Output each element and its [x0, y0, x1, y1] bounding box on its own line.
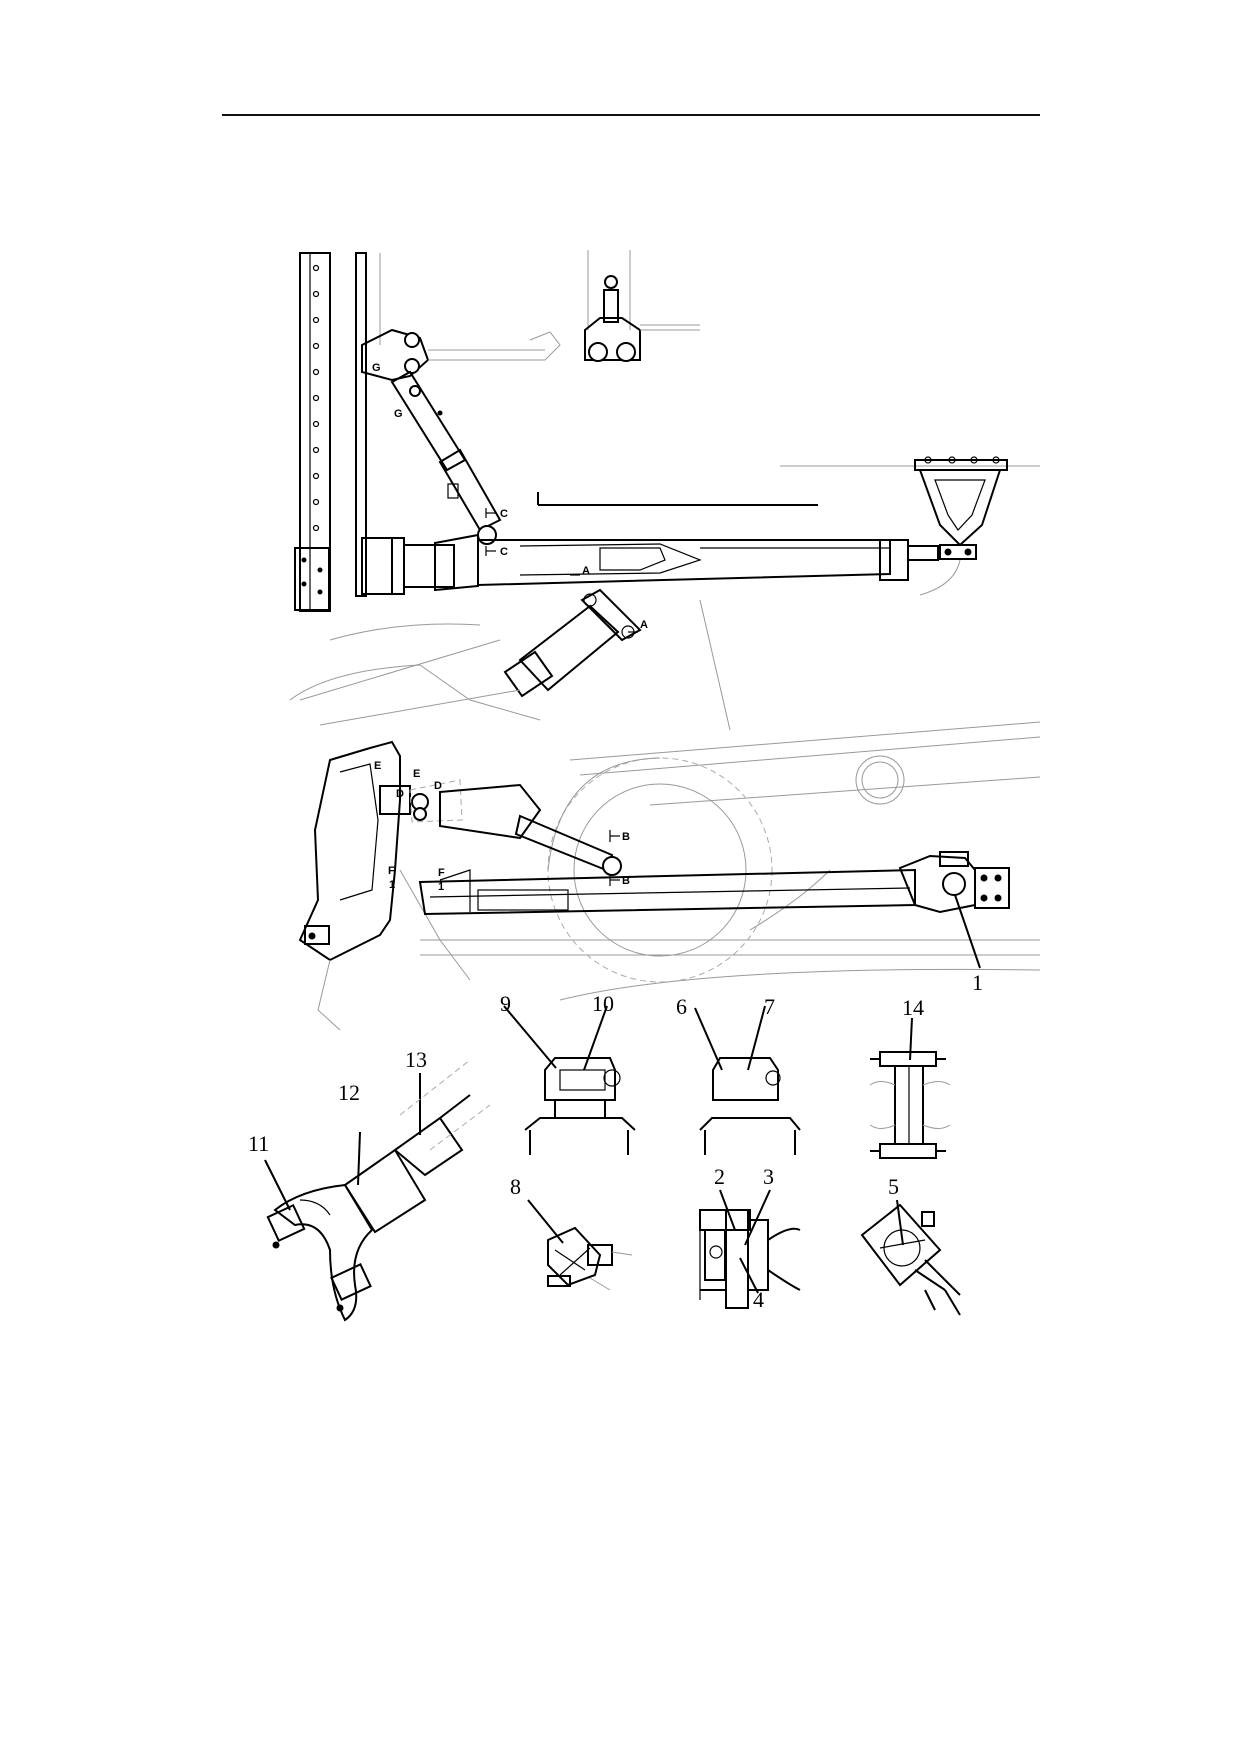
callout-14: 14 [902, 995, 924, 1020]
detail-11-12-13 [264, 1059, 491, 1322]
section-letter: D [396, 788, 404, 800]
callout-3: 3 [763, 1164, 774, 1189]
section-letter: A [640, 619, 648, 631]
frame-holes [312, 264, 320, 532]
callout-1: 1 [972, 970, 983, 995]
section-letter: E [374, 760, 381, 772]
section-letter: A [582, 565, 590, 577]
lift-cylinder-upper [289, 588, 731, 731]
callout-4: 4 [753, 1287, 764, 1312]
frame-rail [299, 252, 331, 612]
detail-5 [860, 1199, 961, 1316]
detail-8 [527, 1199, 633, 1291]
diagonal-stay [390, 370, 502, 532]
leader-1 [954, 894, 981, 969]
header-rule [222, 114, 1040, 116]
callout-9: 9 [500, 991, 511, 1016]
section-letter: 1 [389, 879, 395, 891]
section-letter: C [500, 508, 508, 520]
section-letter: F [388, 865, 395, 877]
section-letter: F [438, 867, 445, 879]
stay-pin [477, 525, 497, 545]
section-markers: G G C C A A E E D D B B F F 1 1 [372, 362, 648, 893]
frame-base-plate [294, 547, 330, 611]
top-assembly [294, 250, 1040, 612]
blade [298, 740, 401, 962]
callout-numbers: 1 2 3 4 5 6 7 8 9 10 11 12 13 14 [248, 970, 983, 1312]
section-letter: 1 [438, 881, 444, 893]
section-letter: D [434, 780, 442, 792]
section-letter: G [372, 362, 381, 374]
callout-10: 10 [592, 991, 614, 1016]
detail-14 [869, 1017, 951, 1159]
section-letter: C [500, 546, 508, 558]
detail-6-7 [694, 1005, 801, 1155]
section-letter: B [622, 875, 630, 887]
callout-12: 12 [338, 1080, 360, 1105]
detail-2-3-4 [699, 1189, 801, 1309]
idler-outline [547, 757, 773, 983]
right-mount [537, 456, 1040, 596]
section-letter: E [413, 768, 420, 780]
section-letter: B [622, 831, 630, 843]
upper-yoke-detail [584, 250, 700, 362]
callout-2: 2 [714, 1164, 725, 1189]
lower-assembly [298, 721, 1041, 1031]
callout-5: 5 [888, 1174, 899, 1199]
frame-hole [855, 755, 905, 805]
lift-cylinder-lower [439, 783, 542, 840]
callout-8: 8 [510, 1174, 521, 1199]
callout-13: 13 [405, 1047, 427, 1072]
detail-9-10 [503, 1005, 636, 1155]
section-letter: G [394, 408, 403, 420]
push-arm-upper [477, 539, 891, 587]
trunnion-ball [942, 872, 966, 896]
callout-7: 7 [764, 994, 775, 1019]
frame-post [355, 252, 367, 597]
callout-6: 6 [676, 994, 687, 1019]
callout-11: 11 [248, 1131, 269, 1156]
